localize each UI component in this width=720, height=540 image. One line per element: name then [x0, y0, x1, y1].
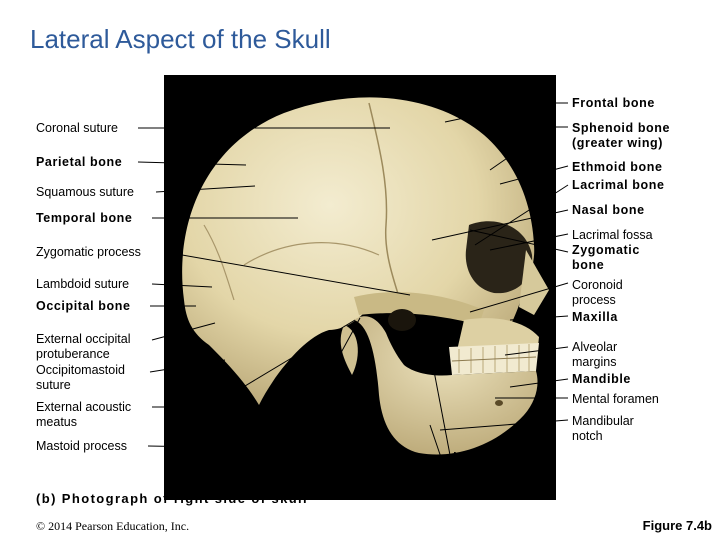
- label-frontal-bone: Frontal bone: [572, 96, 655, 110]
- label-lambdoid-suture: Lambdoid suture: [36, 277, 130, 291]
- cranium-shape: [182, 97, 535, 405]
- label-external-occipital-protuberance: External occipital protuberance: [36, 332, 131, 361]
- figure-number: Figure 7.4b: [642, 518, 712, 533]
- figure-caption: (b) Photograph of right side of skull: [36, 491, 309, 506]
- label-styloid-process: Styloid process: [342, 444, 386, 473]
- slide-title: Lateral Aspect of the Skull: [30, 24, 331, 54]
- label-zygomatic-bone: Zygomatic bone: [572, 243, 640, 272]
- orbit-shape: [465, 221, 533, 294]
- label-coronal-suture: Coronal suture: [36, 121, 118, 135]
- label-squamous-suture: Squamous suture: [36, 185, 134, 199]
- label-mandible: Mandible: [572, 372, 631, 386]
- label-lacrimal-fossa: Lacrimal fossa: [572, 228, 653, 242]
- label-lacrimal-bone: Lacrimal bone: [572, 178, 665, 192]
- label-occipital-bone: Occipital bone: [36, 299, 131, 313]
- label-parietal-bone: Parietal bone: [36, 155, 123, 169]
- label-nasal-bone: Nasal bone: [572, 203, 645, 217]
- skull-photograph: [164, 75, 556, 500]
- label-maxilla: Maxilla: [572, 310, 618, 324]
- mandible-shape: [354, 316, 538, 455]
- acoustic-meatus-shape: [388, 309, 416, 331]
- label-mandibular-angle: Mandibular angle: [453, 470, 549, 484]
- label-occipitomastoid-suture: Occipitomastoid suture: [36, 363, 125, 392]
- label-mastoid-process: Mastoid process: [36, 439, 128, 453]
- label-temporal-bone: Temporal bone: [36, 211, 133, 225]
- label-alveolar-margins: Alveolar margins: [572, 340, 618, 369]
- label-mental-foramen: Mental foramen: [572, 392, 659, 406]
- label-sphenoid-bone: Sphenoid bone (greater wing): [572, 121, 671, 150]
- copyright-notice: © 2014 Pearson Education, Inc.: [36, 519, 190, 533]
- label-mandibular-ramus: Mandibular ramus: [453, 450, 554, 464]
- label-mandibular-notch: Mandibular notch: [572, 414, 634, 443]
- label-zygomatic-process: Zygomatic process: [36, 245, 141, 259]
- label-ethmoid-bone: Ethmoid bone: [572, 160, 663, 174]
- skull-drawing: [164, 75, 556, 500]
- label-coronoid-process: Coronoid process: [572, 278, 623, 307]
- label-external-acoustic-meatus: External acoustic meatus: [36, 400, 132, 429]
- label-mandibular-condyle: Mandibular condyle: [209, 449, 271, 478]
